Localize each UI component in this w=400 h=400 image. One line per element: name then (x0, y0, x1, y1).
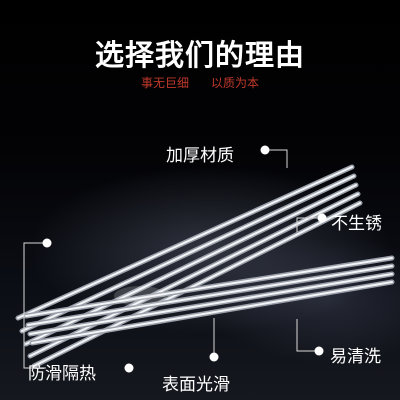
marker-dot-icon (260, 145, 270, 155)
slogan: 事无巨细 以质为本 (0, 74, 400, 91)
skewer-rod (25, 184, 357, 345)
feature-thick-material: 加厚材质 (166, 146, 234, 166)
skewer-rod (27, 265, 393, 326)
page-title: 选择我们的理由 (94, 38, 305, 72)
marker-dot-icon (317, 213, 327, 223)
callout-markers (42, 145, 327, 373)
callout-line-rust-proof (296, 217, 322, 232)
marker-dot-icon (314, 346, 324, 356)
skewer-rod (29, 273, 393, 335)
skewer-rod (17, 166, 353, 319)
callout-line-easy-clean (296, 319, 319, 352)
crossing-highlight (114, 286, 166, 306)
skewer-group-lower (23, 255, 395, 346)
skewer-rod (31, 281, 393, 344)
feature-easy-clean: 易清洗 (330, 347, 381, 367)
marker-dot-icon (209, 352, 219, 362)
skewer-rod (21, 175, 355, 332)
skewer-rod (33, 202, 361, 367)
marker-dot-icon (124, 363, 134, 373)
skewer-rod (29, 193, 359, 357)
skewer-rod (25, 257, 393, 317)
feature-anti-slip: 防滑隔热 (28, 364, 96, 384)
feature-rust-proof: 不生锈 (331, 214, 382, 234)
slogan-right: 以质为本 (211, 76, 260, 90)
slogan-left: 事无巨细 (140, 76, 189, 90)
skewer-group-upper (15, 164, 363, 369)
callout-line-anti-slip (23, 242, 47, 369)
callout-line-thick-material (265, 149, 288, 168)
callout-lines (23, 149, 322, 369)
marker-dot-icon (42, 238, 52, 248)
feature-smooth-surface: 表面光滑 (162, 375, 230, 395)
